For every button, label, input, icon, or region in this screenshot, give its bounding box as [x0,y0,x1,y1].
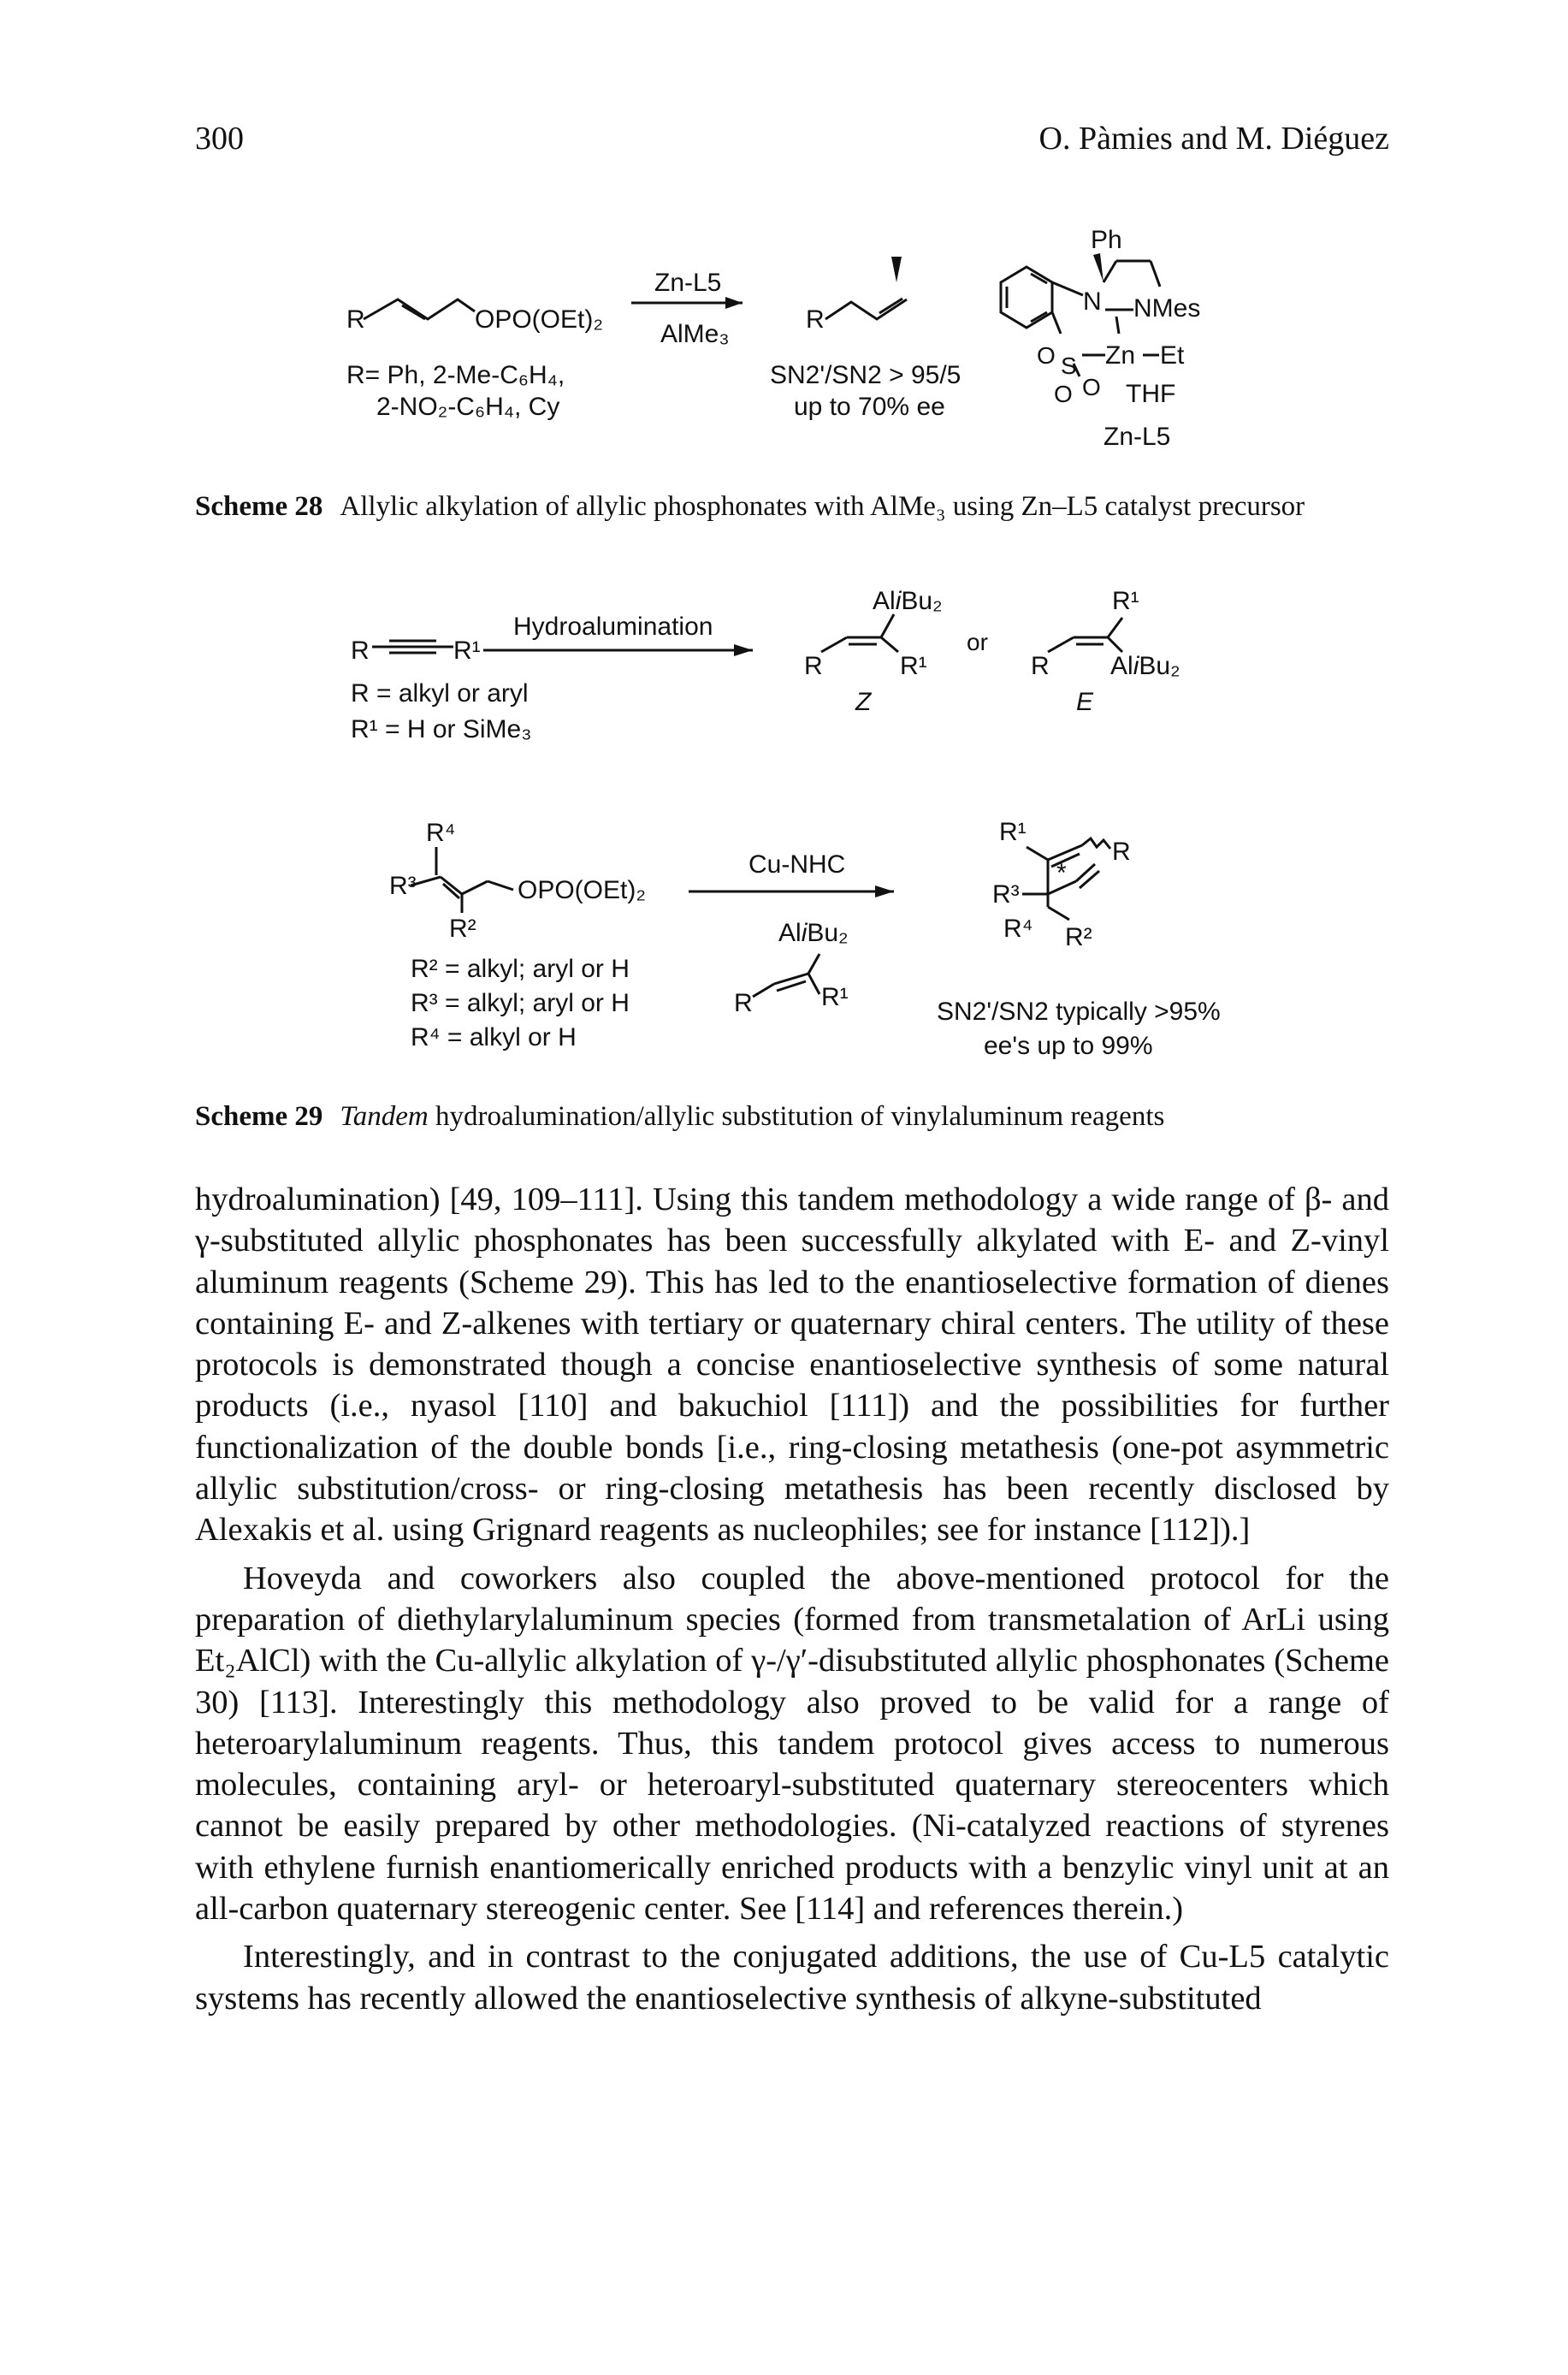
z-isomer-label: Z [855,688,873,716]
e-alane-r: R [1031,652,1050,680]
scheme-29-caption: Scheme 29 Tandem hydroalumination/allylic… [195,1099,1389,1134]
ligand-benzene-ring [999,265,1054,329]
alkyne-r1: R¹ [453,637,481,665]
scheme29-selectivity: SN2'/SN2 typically >95% [937,998,1221,1026]
ligand-ph: Ph [1091,226,1122,254]
alkyne-r: R [351,637,370,665]
scheme-29-caption-italic: Tandem [340,1101,429,1132]
reagent-r: R [734,989,753,1017]
scheme28-reagent-above: Zn-L5 [654,269,721,297]
scheme28-product-chain [825,298,908,321]
substrate-r4: R⁴ [426,819,456,847]
ligand-n: N [1083,287,1102,316]
ligand-zn: Zn [1105,341,1135,370]
scheme-29-caption-text: hydroalumination/allylic substitution of… [428,1101,1165,1132]
scheme-28-caption-text: Allylic alkylation of allylic phosphonat… [340,491,1305,522]
ligand-o3: O [1082,374,1101,400]
product-r2: R² [1065,923,1092,951]
scheme28-reagent-below: AlMe₃ [660,320,730,348]
product-r3: R³ [992,880,1020,909]
body-paragraph-1: hydroalumination) [49, 109–111]. Using t… [195,1182,1389,1549]
alkyne-condition-2: R¹ = H or SiMe₃ [351,715,531,743]
scheme28-substrate-chain [363,298,476,321]
scheme28-selectivity: SN2'/SN2 > 95/5 [770,361,961,389]
scheme28-ee: up to 70% ee [794,393,945,421]
running-head-authors: O. Pàmies and M. Diéguez [1038,121,1389,157]
ligand-label: Zn-L5 [1104,423,1170,451]
ligand-s: S [1061,352,1077,379]
z-alane-aluminum: AliBu₂ [873,587,943,615]
substrate-r2: R² [449,915,476,943]
z-alane-r: R [804,652,823,680]
reagent-aluminum: AliBu₂ [778,919,849,947]
reagent-r1: R¹ [821,983,849,1011]
product-stereocenter-star: * [1056,859,1067,887]
substrate-r3: R³ [389,872,417,900]
substrate-condition-3: R⁴ = alkyl or H [411,1023,577,1051]
z-alane-r1: R¹ [900,652,927,680]
alkyne-condition-1: R = alkyl or aryl [351,679,529,708]
substrate-condition-1: R² = alkyl; aryl or H [411,955,630,983]
ligand-thf: THF [1126,380,1175,408]
scheme28-product-r: R [806,305,825,334]
ligand-wedge-bond [1093,253,1104,282]
scheme28-substituents-1: R= Ph, 2-Me-C₆H₄, [346,361,565,389]
scheme-28-caption: Scheme 28 Allylic alkylation of allylic p… [195,489,1389,524]
scheme29-ee: ee's up to 99% [984,1032,1153,1060]
scheme28-substrate-r: R [346,305,365,334]
or-label: or [967,629,988,655]
body-text: hydroalumination) [49, 109–111]. Using t… [195,1179,1389,2026]
body-paragraph-2: Hoveyda and coworkers also coupled the a… [195,1560,1389,1928]
ligand-nmes: NMes [1133,294,1200,323]
e-alane-aluminum: AliBu₂ [1110,652,1180,680]
product-r: R [1112,838,1131,866]
ligand-o2: O [1054,381,1073,407]
scheme-29-caption-label: Scheme 29 [195,1101,323,1132]
substrate-group: OPO(OEt)₂ [518,876,646,904]
substrate-condition-2: R³ = alkyl; aryl or H [411,989,630,1017]
scheme-28-figure: R OPO(OEt)₂ R= Ph, 2-Me-C₆H₄, 2-NO₂-C₆H₄… [346,226,1200,451]
scheme-28-caption-label: Scheme 28 [195,491,323,522]
catalyst-label: Cu-NHC [748,850,845,879]
product-r4: R⁴ [1003,915,1033,943]
scheme28-substituents-2: 2-NO₂-C₆H₄, Cy [376,393,559,421]
product-wavy-bond [1081,836,1112,850]
scheme-29-figure: R R¹ Hydroalumination R = alkyl or aryl … [351,587,1221,1060]
hydroalumination-label: Hydroalumination [513,613,713,641]
ligand-o1: O [1037,342,1056,369]
product-r1: R¹ [999,818,1027,846]
product-wedge-bond [891,257,902,282]
body-paragraph-3: Interestingly, and in contrast to the co… [195,1939,1389,2017]
page-number: 300 [195,121,244,157]
running-head: 300 O. Pàmies and M. Diéguez [195,120,1389,163]
e-alane-r1: R¹ [1112,587,1139,615]
e-isomer-label: E [1076,688,1094,716]
scheme28-substrate-group: OPO(OEt)₂ [475,305,603,334]
ligand-et: Et [1160,341,1185,370]
